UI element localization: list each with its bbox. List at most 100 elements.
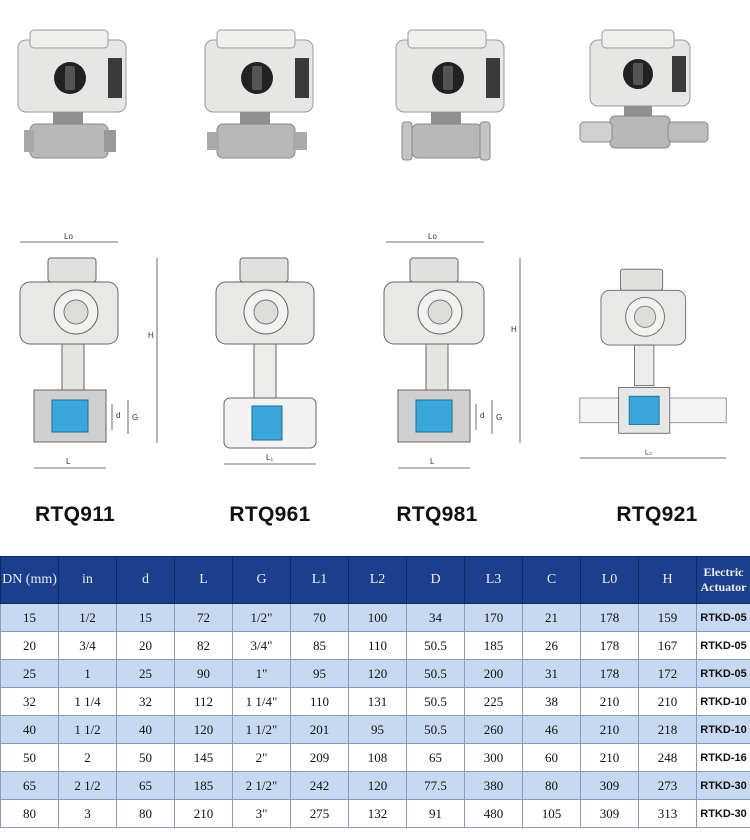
table-cell: 167 — [638, 631, 697, 660]
table-cell: 82 — [174, 631, 233, 660]
dim-lo-label: Lo — [428, 232, 437, 241]
dim-d-label: d — [480, 411, 484, 420]
table-cell: 1 1/4 — [58, 687, 117, 716]
table-cell: RTKD-30 — [696, 799, 750, 828]
valve-photo-rtq921 — [579, 29, 709, 149]
col-header: H — [638, 556, 697, 604]
table-cell: 40 — [116, 715, 175, 744]
table-cell: 300 — [464, 743, 523, 772]
table-cell: 65 — [406, 743, 465, 772]
table-cell: 210 — [580, 687, 639, 716]
table-cell: 32 — [0, 687, 59, 716]
table-cell: 248 — [638, 743, 697, 772]
table-cell: 65 — [0, 771, 59, 800]
table-cell: RTKD-10 — [696, 687, 750, 716]
table-cell: 1/2" — [232, 603, 291, 632]
table-cell: 210 — [580, 743, 639, 772]
table-cell: 50.5 — [406, 631, 465, 660]
model-label: RTQ921 — [616, 503, 698, 526]
table-cell: 242 — [290, 771, 349, 800]
table-cell: 185 — [174, 771, 233, 800]
table-cell: 20 — [0, 631, 59, 660]
table-cell: 80 — [116, 799, 175, 828]
col-header: L3 — [464, 556, 523, 604]
table-cell: 313 — [638, 799, 697, 828]
dim-g-label: G — [132, 413, 138, 422]
model-label: RTQ911 — [34, 503, 115, 526]
table-cell: 3/4" — [232, 631, 291, 660]
table-cell: 120 — [348, 771, 407, 800]
col-header: Electric Actuator — [696, 556, 750, 604]
table-cell: 40 — [0, 715, 59, 744]
table-cell: 209 — [290, 743, 349, 772]
table-cell: 210 — [174, 799, 233, 828]
table-cell: 273 — [638, 771, 697, 800]
valve-photo-rtq981 — [395, 29, 505, 161]
table-cell: 34 — [406, 603, 465, 632]
table-cell: 20 — [116, 631, 175, 660]
table-cell: 159 — [638, 603, 697, 632]
table-cell: 1" — [232, 659, 291, 688]
col-header: D — [406, 556, 465, 604]
table-cell: 108 — [348, 743, 407, 772]
table-cell: 3/4 — [58, 631, 117, 660]
col-header: G — [232, 556, 291, 604]
spec-table: DN (mm) in d L G L1 L2 D L3 C L0 H Elect… — [0, 556, 750, 828]
table-cell: RTKD-30 — [696, 771, 750, 800]
table-cell: 201 — [290, 715, 349, 744]
table-cell: 120 — [174, 715, 233, 744]
dim-h-label: H — [148, 331, 154, 340]
dim-lo-label: Lo — [64, 232, 73, 241]
table-cell: 178 — [580, 603, 639, 632]
table-cell: 309 — [580, 799, 639, 828]
table-cell: 178 — [580, 659, 639, 688]
col-header: d — [116, 556, 175, 604]
table-cell: 210 — [580, 715, 639, 744]
table-cell: 200 — [464, 659, 523, 688]
table-cell: 60 — [522, 743, 581, 772]
table-header-row: DN (mm) in d L G L1 L2 D L3 C L0 H Elect… — [0, 556, 750, 604]
table-cell: 170 — [464, 603, 523, 632]
table-cell: RTKD-05 — [696, 603, 750, 632]
table-cell: 25 — [0, 659, 59, 688]
table-cell: 100 — [348, 603, 407, 632]
table-cell: 80 — [522, 771, 581, 800]
dim-l-label: L — [430, 457, 435, 466]
table-cell: RTKD-16 — [696, 743, 750, 772]
model-label: RTQ961 — [229, 503, 311, 526]
drawing-rtq961: L₁ — [215, 257, 317, 465]
table-cell: 85 — [290, 631, 349, 660]
table-cell: 309 — [580, 771, 639, 800]
dim-d-label: d — [116, 411, 120, 420]
table-cell: 1 1/4" — [232, 687, 291, 716]
dim-l-label: L — [66, 457, 71, 466]
table-cell: 91 — [406, 799, 465, 828]
table-cell: 95 — [290, 659, 349, 688]
table-cell: RTKD-05 — [696, 631, 750, 660]
table-cell: 218 — [638, 715, 697, 744]
table-cell: 380 — [464, 771, 523, 800]
table-cell: 15 — [0, 603, 59, 632]
table-cell: 32 — [116, 687, 175, 716]
col-header: L — [174, 556, 233, 604]
table-cell: 145 — [174, 743, 233, 772]
table-cell: 1 1/2" — [232, 715, 291, 744]
drawing-rtq981: Lo H d G L — [383, 232, 521, 469]
table-cell: 95 — [348, 715, 407, 744]
table-cell: 260 — [464, 715, 523, 744]
table-cell: 210 — [638, 687, 697, 716]
col-header: L1 — [290, 556, 349, 604]
table-cell: 15 — [116, 603, 175, 632]
table-cell: 3 — [58, 799, 117, 828]
drawing-rtq911: Lo H d G L — [19, 232, 158, 469]
table-cell: 77.5 — [406, 771, 465, 800]
table-cell: 131 — [348, 687, 407, 716]
valve-photo-rtq961 — [204, 29, 314, 159]
table-cell: 2 — [58, 743, 117, 772]
table-cell: 105 — [522, 799, 581, 828]
